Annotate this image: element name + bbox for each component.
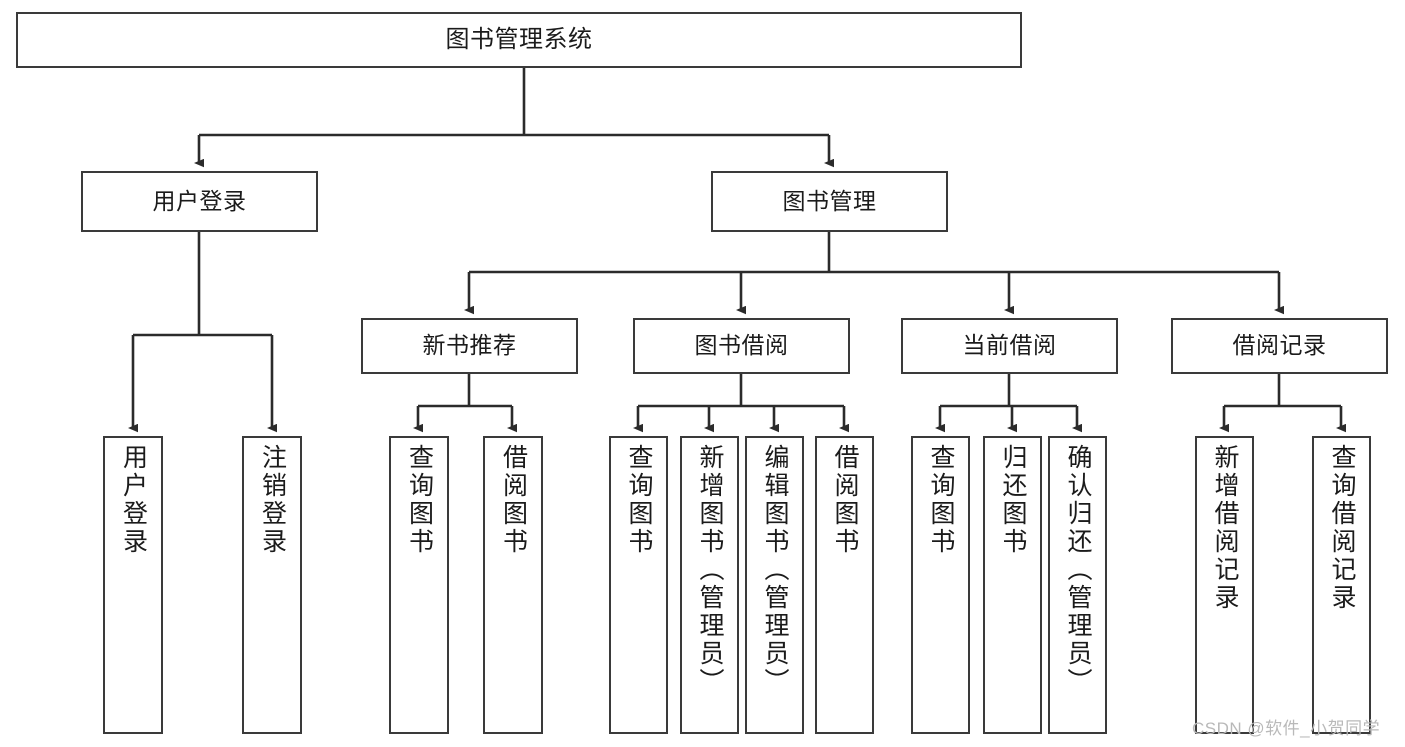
leaf-query-book-borrow[interactable]: 查询图书 (609, 436, 668, 734)
node-new-book-recommend-label: 新书推荐 (422, 332, 517, 359)
node-borrow-record-label: 借阅记录 (1232, 332, 1327, 359)
node-borrow-record[interactable]: 借阅记录 (1171, 318, 1388, 374)
leaf-add-borrow-record[interactable]: 新增借阅记录 (1195, 436, 1254, 734)
leaf-return-book-label: 归还图书 (999, 444, 1027, 556)
node-current-borrow-label: 当前借阅 (962, 332, 1057, 359)
node-current-borrow[interactable]: 当前借阅 (901, 318, 1118, 374)
leaf-logout[interactable]: 注销登录 (242, 436, 302, 734)
leaf-query-book-recommend-label: 查询图书 (405, 444, 434, 556)
leaf-borrow-book-recommend-label: 借阅图书 (499, 444, 528, 556)
leaf-user-login[interactable]: 用户登录 (103, 436, 163, 734)
node-book-borrow[interactable]: 图书借阅 (633, 318, 850, 374)
leaf-borrow-book-label: 借阅图书 (831, 444, 859, 556)
leaf-add-book[interactable]: 新增图书（管理员） (680, 436, 739, 734)
node-user-login[interactable]: 用户登录 (81, 171, 318, 232)
leaf-add-borrow-record-label: 新增借阅记录 (1211, 444, 1239, 612)
leaf-user-login-label: 用户登录 (119, 444, 148, 556)
node-book-manage-label: 图书管理 (782, 187, 877, 214)
node-user-login-label: 用户登录 (152, 187, 247, 214)
leaf-query-book-borrow-label: 查询图书 (625, 444, 653, 556)
leaf-edit-book[interactable]: 编辑图书（管理员） (745, 436, 804, 734)
leaf-query-book-current-label: 查询图书 (927, 444, 955, 556)
leaf-confirm-return-label: 确认归还（管理员） (1064, 444, 1092, 696)
leaf-edit-book-label: 编辑图书（管理员） (761, 444, 789, 696)
leaf-borrow-book-recommend[interactable]: 借阅图书 (483, 436, 543, 734)
node-book-borrow-label: 图书借阅 (694, 332, 789, 359)
leaf-query-book-recommend[interactable]: 查询图书 (389, 436, 449, 734)
node-root-label: 图书管理系统 (445, 25, 593, 53)
leaf-borrow-book[interactable]: 借阅图书 (815, 436, 874, 734)
node-root[interactable]: 图书管理系统 (16, 12, 1022, 68)
node-book-manage[interactable]: 图书管理 (711, 171, 948, 232)
node-new-book-recommend[interactable]: 新书推荐 (361, 318, 578, 374)
leaf-logout-label: 注销登录 (258, 444, 287, 556)
leaf-confirm-return[interactable]: 确认归还（管理员） (1048, 436, 1107, 734)
leaf-query-borrow-record[interactable]: 查询借阅记录 (1312, 436, 1371, 734)
csdn-watermark: CSDN @软件_小贺同学 (1192, 719, 1381, 738)
leaf-query-borrow-record-label: 查询借阅记录 (1328, 444, 1356, 612)
leaf-query-book-current[interactable]: 查询图书 (911, 436, 970, 734)
leaf-return-book[interactable]: 归还图书 (983, 436, 1042, 734)
leaf-add-book-label: 新增图书（管理员） (696, 444, 724, 696)
